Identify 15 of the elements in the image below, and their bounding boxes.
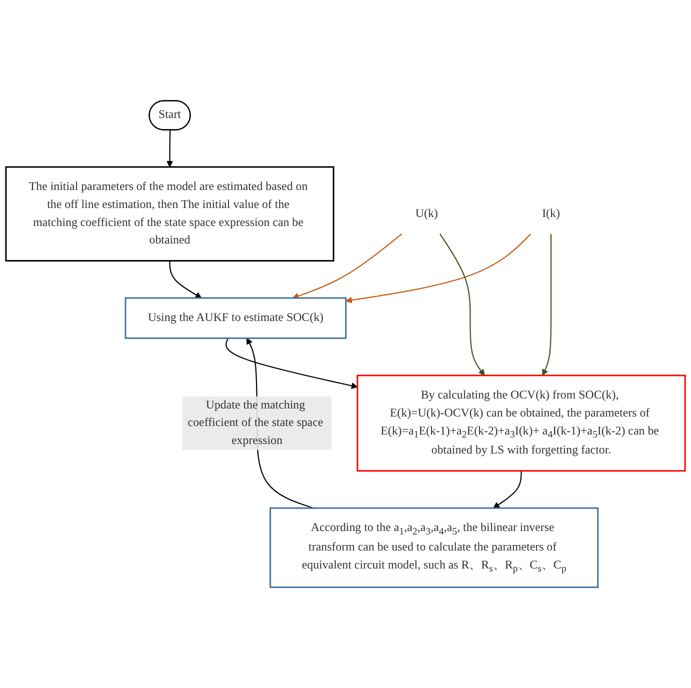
- arrow: [493, 470, 522, 508]
- arrow: [440, 234, 485, 376]
- arrow: [166, 130, 174, 168]
- node-text: U(k): [415, 207, 438, 220]
- edge-label: Update the matching coefficient of the state space expression: [188, 398, 324, 447]
- arrow: [169, 260, 202, 298]
- arrow: [542, 234, 552, 376]
- node-box: By calculating the OCV(k) from SOC(k), E(k)=U(k)-OCV(k) can be obtained, the parameters of E(k)=a$_{1}$E(k-1)+a$_{2}$E(k-2)+a$_{3}$I(k)+ a$_{4}$I(k-1)+a$_{5}$I(k-2) can be obtained by LS with forgetting factor.: [356, 374, 686, 472]
- arrow: [225, 338, 358, 389]
- node-text: I(k): [542, 207, 560, 220]
- arrow: [346, 234, 532, 304]
- node-box: Using the AUKF to estimate SOC(k): [124, 297, 347, 339]
- arrow: [292, 234, 402, 300]
- node-box: The initial parameters of the model are estimated based on the off line estimation, then The initial value of the matching coefficient of the state space expression can be obtained: [5, 166, 334, 262]
- node-box: According to the a$_{1}$,a$_{2}$,a$_{3}$,a$_{4}$,a$_{5}$, the bilinear inverse transform can be used to calculate the parameters of equivalent circuit model, such as R、R$_{s}$、R$_{p}$、C$_{s}$、C$_{p}$: [270, 507, 599, 588]
